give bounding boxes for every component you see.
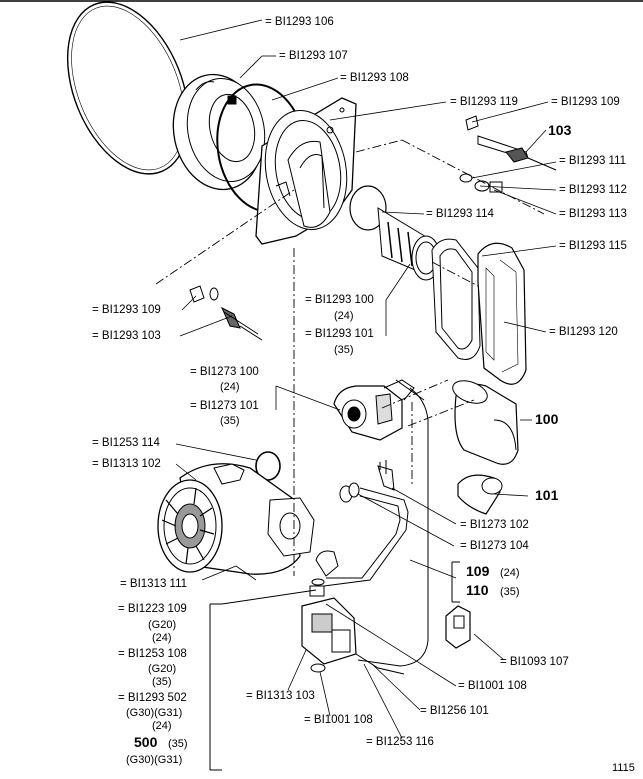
label-bi1256-101: = BI1256 101 xyxy=(420,705,489,717)
label-bi1001-108-left: = BI1001 108 xyxy=(304,714,373,726)
part-fan-1273 xyxy=(333,379,425,441)
part-gas-valve xyxy=(301,550,357,673)
label-part-500-gas: (G30)(G31) xyxy=(126,754,183,766)
part-duct-120 xyxy=(477,242,527,385)
label-bi1273-101-variant: (35) xyxy=(220,415,240,427)
label-part-101: 101 xyxy=(535,487,559,503)
variant-bracket xyxy=(209,589,317,771)
label-bi1293-502-power: (24) xyxy=(152,720,172,732)
part-elbow-101 xyxy=(457,474,503,515)
label-bi1093-107: = BI1093 107 xyxy=(500,656,569,668)
label-bi1293-502: = BI1293 502 xyxy=(118,692,187,704)
cable-right xyxy=(357,387,429,667)
label-bi1253-114: = BI1253 114 xyxy=(92,437,160,449)
leader-lines xyxy=(175,19,557,739)
label-part-109-variant: (24) xyxy=(500,567,520,579)
label-bi1293-101: = BI1293 101 xyxy=(305,328,374,340)
label-bi1293-109-upper: = BI1293 109 xyxy=(551,96,620,108)
part-gasket-1253-114 xyxy=(255,451,281,481)
label-bi1293-106: = BI1293 106 xyxy=(265,16,334,28)
label-bi1273-102: = BI1273 102 xyxy=(460,519,529,531)
label-bi1293-107: = BI1293 107 xyxy=(279,50,348,62)
label-bi1293-108: = BI1293 108 xyxy=(340,72,409,84)
label-bi1293-115: = BI1293 115 xyxy=(559,240,627,252)
label-bi1293-120: = BI1293 120 xyxy=(549,326,618,338)
label-bi1223-109: = BI1223 109 xyxy=(118,603,187,615)
part-gasket-106 xyxy=(66,1,190,175)
part-mixer-114 xyxy=(349,185,441,281)
variant-bracket-109-110 xyxy=(451,561,460,603)
label-part-110: 110 xyxy=(466,582,489,598)
label-bi1293-113: = BI1293 113 xyxy=(559,208,627,220)
label-bi1293-119: = BI1293 119 xyxy=(450,96,518,108)
label-bi1313-111: = BI1313 111 xyxy=(120,578,188,590)
label-bi1223-109-gas: (G20) xyxy=(148,619,177,631)
label-bi1293-100-variant: (24) xyxy=(334,310,354,322)
label-bi1273-100-variant: (24) xyxy=(220,381,240,393)
label-bi1293-109-lower: = BI1293 109 xyxy=(92,304,161,316)
part-switch-1093-107 xyxy=(445,605,471,649)
label-bi1001-108-right: = BI1001 108 xyxy=(458,680,527,692)
label-bi1293-112: = BI1293 112 xyxy=(559,184,627,196)
part-bracket-1273-102 xyxy=(377,460,395,491)
label-part-103: 103 xyxy=(548,122,572,138)
label-bi1253-116: = BI1253 116 xyxy=(366,736,434,748)
label-part-109: 109 xyxy=(466,563,490,579)
label-bi1253-108-gas: (G20) xyxy=(148,663,177,675)
label-bi1273-104: = BI1273 104 xyxy=(460,540,529,552)
label-bi1313-103: = BI1313 103 xyxy=(246,690,315,702)
label-bi1273-101: = BI1273 101 xyxy=(190,400,259,412)
cable-lower xyxy=(355,653,405,675)
label-bi1313-102: = BI1313 102 xyxy=(92,458,161,470)
label-part-500: 500 xyxy=(134,734,158,750)
assembly-axes xyxy=(155,139,545,576)
label-bi1293-103: = BI1293 103 xyxy=(92,330,161,342)
part-gasket-115 xyxy=(431,238,481,360)
label-bi1293-114: = BI1293 114 xyxy=(426,208,494,220)
label-part-500-power: (35) xyxy=(168,738,188,750)
label-bi1273-100: = BI1273 100 xyxy=(190,366,259,378)
label-bi1293-101-variant: (35) xyxy=(334,344,354,356)
part-pipe-1273-104 xyxy=(323,482,409,587)
label-bi1293-100: = BI1293 100 xyxy=(305,294,374,306)
part-electrode-lower xyxy=(189,285,263,341)
part-hood-100 xyxy=(452,380,519,465)
label-bi1253-108: = BI1253 108 xyxy=(118,648,187,660)
label-bi1293-502-gas: (G30)(G31) xyxy=(126,707,183,719)
part-electrode-upper xyxy=(459,115,557,193)
page-code: 1115 xyxy=(612,762,635,774)
label-part-110-variant: (35) xyxy=(500,586,520,598)
label-bi1223-109-power: (24) xyxy=(152,632,172,644)
label-bi1293-111: = BI1293 111 xyxy=(559,155,627,167)
part-plate-119 xyxy=(255,97,357,245)
label-bi1253-108-power: (35) xyxy=(152,676,172,688)
label-part-100: 100 xyxy=(535,411,559,427)
part-blower-1313 xyxy=(157,463,315,575)
